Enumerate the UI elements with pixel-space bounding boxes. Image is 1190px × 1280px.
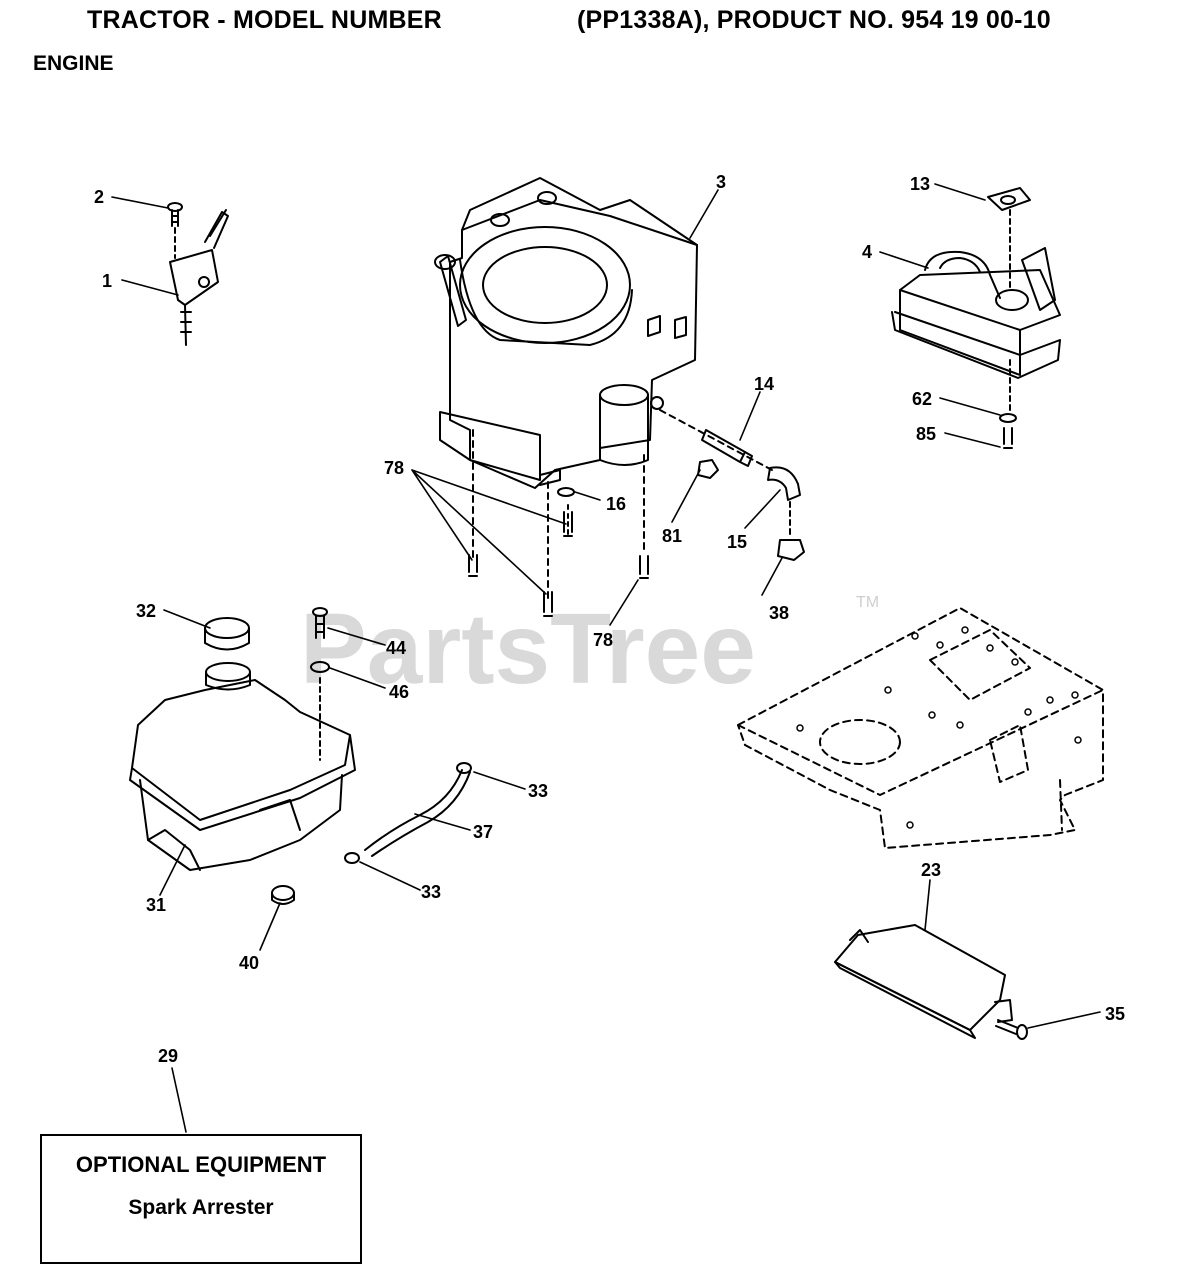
callout-85: 85 bbox=[916, 424, 936, 444]
callout-33-upper: 33 bbox=[528, 781, 548, 801]
callout-78-lower: 78 bbox=[593, 630, 613, 650]
callout-62: 62 bbox=[912, 389, 932, 409]
callout-29: 29 bbox=[158, 1046, 178, 1066]
fuel-tank-part[interactable] bbox=[129, 662, 356, 871]
callout-31: 31 bbox=[146, 895, 166, 915]
optional-equipment-box: OPTIONAL EQUIPMENT Spark Arrester bbox=[40, 1134, 362, 1264]
tank-screw-part[interactable] bbox=[310, 607, 330, 761]
leader-lines bbox=[111, 183, 1101, 1133]
callout-35: 35 bbox=[1105, 1004, 1125, 1024]
callout-13: 13 bbox=[910, 174, 930, 194]
callout-38: 38 bbox=[769, 603, 789, 623]
callout-16: 16 bbox=[606, 494, 626, 514]
muffler-part[interactable] bbox=[891, 187, 1061, 449]
section-title: ENGINE bbox=[33, 52, 114, 75]
throttle-control-part[interactable] bbox=[169, 209, 229, 346]
watermark-tm: TM bbox=[856, 594, 879, 611]
callout-4: 4 bbox=[862, 242, 872, 262]
engine-part[interactable] bbox=[434, 177, 698, 489]
fuel-cap-part[interactable] bbox=[204, 617, 250, 651]
watermark: PartsTree bbox=[300, 593, 756, 705]
callout-32: 32 bbox=[136, 601, 156, 621]
optional-equipment-item: Spark Arrester bbox=[128, 1196, 274, 1219]
callout-46: 46 bbox=[389, 682, 409, 702]
engine-bolts-part[interactable] bbox=[468, 429, 649, 617]
callout-37: 37 bbox=[473, 822, 493, 842]
heat-shield-screw-part[interactable] bbox=[995, 1019, 1028, 1040]
fuel-line-part[interactable] bbox=[344, 762, 472, 864]
callout-14: 14 bbox=[754, 374, 774, 394]
callout-44: 44 bbox=[386, 638, 406, 658]
page-title-right: (PP1338A), PRODUCT NO. 954 19 00-10 bbox=[577, 6, 1051, 34]
callout-33-lower: 33 bbox=[421, 882, 441, 902]
heat-shield-part[interactable] bbox=[834, 924, 1013, 1039]
frame-holes bbox=[796, 626, 1082, 829]
optional-equipment-heading: OPTIONAL EQUIPMENT bbox=[75, 1152, 327, 1177]
screw-part[interactable] bbox=[167, 202, 183, 259]
callout-78-upper: 78 bbox=[384, 458, 404, 478]
callout-81: 81 bbox=[662, 526, 682, 546]
callout-23: 23 bbox=[921, 860, 941, 880]
callout-2: 2 bbox=[94, 187, 104, 207]
exhaust-pipe-part[interactable] bbox=[659, 409, 805, 561]
callout-3: 3 bbox=[716, 172, 726, 192]
callout-1: 1 bbox=[102, 271, 112, 291]
nut-part[interactable] bbox=[271, 885, 295, 905]
tractor-frame-part[interactable] bbox=[737, 607, 1104, 849]
callout-15: 15 bbox=[727, 532, 747, 552]
callout-40: 40 bbox=[239, 953, 259, 973]
page-title-left: TRACTOR - MODEL NUMBER bbox=[87, 6, 442, 34]
